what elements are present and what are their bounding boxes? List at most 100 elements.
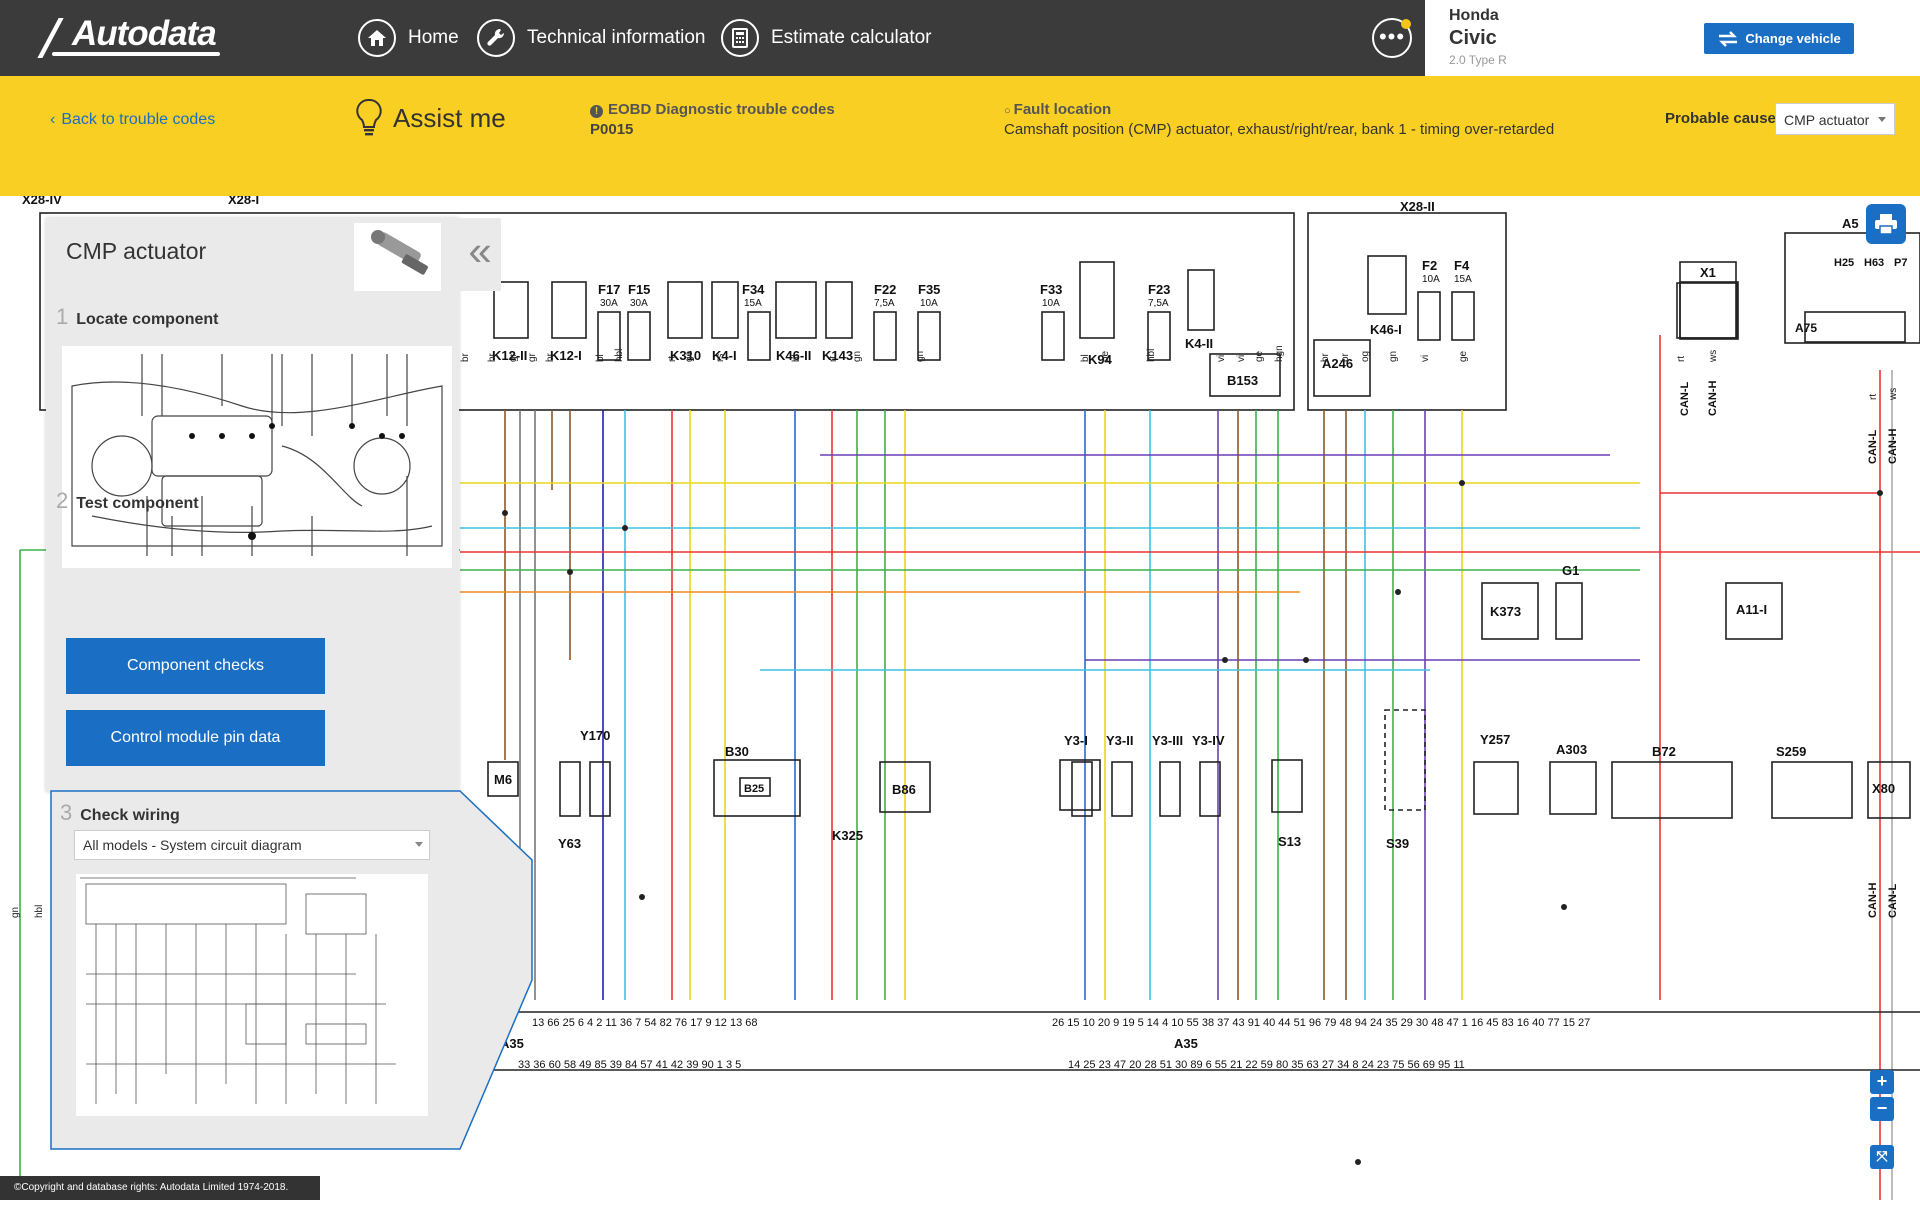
component-title: CMP actuator bbox=[66, 238, 207, 264]
svg-text:hbl: hbl bbox=[34, 905, 45, 918]
svg-text:B25: B25 bbox=[744, 783, 764, 795]
svg-text:Y3-II: Y3-II bbox=[1106, 733, 1133, 748]
svg-text:K373: K373 bbox=[1490, 604, 1521, 619]
svg-text:10A: 10A bbox=[1042, 298, 1060, 309]
back-label: Back to trouble codes bbox=[61, 111, 216, 128]
engine-locator-image[interactable] bbox=[62, 346, 452, 568]
zoom-in-button[interactable]: + bbox=[1870, 1070, 1894, 1094]
svg-text:Y257: Y257 bbox=[1480, 732, 1510, 747]
svg-text:Y3-III: Y3-III bbox=[1152, 733, 1183, 748]
assist-me-button[interactable]: Assist me bbox=[355, 98, 506, 138]
svg-text:Y63: Y63 bbox=[558, 836, 581, 851]
component-checks-button[interactable]: Component checks bbox=[66, 638, 325, 694]
svg-text:br: br bbox=[545, 352, 556, 362]
svg-text:CAN-L: CAN-L bbox=[1867, 430, 1879, 464]
svg-text:CAN-H: CAN-H bbox=[1867, 883, 1879, 918]
nav-estimate-calculator[interactable]: Estimate calculator bbox=[721, 17, 932, 59]
svg-text:15A: 15A bbox=[1454, 274, 1472, 285]
svg-text:CAN-L: CAN-L bbox=[1679, 382, 1691, 416]
print-button[interactable] bbox=[1866, 204, 1906, 244]
svg-text:S259: S259 bbox=[1776, 744, 1806, 759]
svg-text:ws: ws bbox=[1888, 388, 1899, 401]
svg-text:bl: bl bbox=[791, 354, 802, 362]
svg-text:rs: rs bbox=[715, 354, 726, 362]
nav-estimate-label: Estimate calculator bbox=[771, 27, 932, 48]
component-thumbnail[interactable] bbox=[354, 223, 441, 291]
chevron-left-icon: ‹ bbox=[50, 111, 56, 128]
change-vehicle-button[interactable]: Change vehicle bbox=[1704, 23, 1854, 54]
vehicle-make: Honda bbox=[1449, 7, 1499, 24]
printer-icon bbox=[1875, 214, 1897, 235]
svg-text:rt: rt bbox=[828, 356, 839, 362]
svg-text:H63: H63 bbox=[1864, 257, 1884, 269]
svg-text:X28-I: X28-I bbox=[228, 196, 259, 207]
svg-text:A75: A75 bbox=[1795, 321, 1817, 335]
svg-text:hbl: hbl bbox=[1146, 349, 1157, 362]
cmp-actuator-image bbox=[371, 230, 428, 275]
svg-text:CAN-H: CAN-H bbox=[1707, 381, 1719, 416]
svg-text:K46-II: K46-II bbox=[776, 348, 811, 363]
wiring-thumbnail-drawing bbox=[80, 877, 396, 1104]
svg-text:F4: F4 bbox=[1454, 258, 1470, 273]
control-module-pin-data-button[interactable]: Control module pin data bbox=[66, 710, 325, 766]
dtc-info: !EOBD Diagnostic trouble codes P0015 bbox=[590, 101, 835, 138]
svg-text:ge: ge bbox=[684, 350, 695, 362]
svg-text:K94: K94 bbox=[1088, 352, 1113, 367]
svg-text:X1: X1 bbox=[1700, 265, 1716, 280]
svg-text:10A: 10A bbox=[920, 298, 938, 309]
svg-text:30A: 30A bbox=[630, 298, 648, 309]
svg-text:br: br bbox=[487, 352, 498, 362]
svg-text:K4-I: K4-I bbox=[712, 348, 737, 363]
svg-text:15A: 15A bbox=[744, 298, 762, 309]
chevron-down-icon bbox=[415, 842, 423, 847]
svg-text:CAN-H: CAN-H bbox=[1887, 429, 1899, 464]
lightbulb-icon bbox=[356, 98, 382, 136]
svg-text:F17: F17 bbox=[598, 282, 620, 297]
double-chevron-left-icon: « bbox=[468, 227, 492, 274]
svg-text:Y3-IV: Y3-IV bbox=[1192, 733, 1225, 748]
nav-technical-information[interactable]: Technical information bbox=[477, 17, 705, 59]
svg-text:B72: B72 bbox=[1652, 744, 1676, 759]
wiring-diagram-select[interactable]: All models - System circuit diagram bbox=[74, 830, 430, 860]
svg-text:gn: gn bbox=[852, 351, 863, 362]
logo[interactable]: Autodata bbox=[50, 14, 217, 54]
collapse-panel-button[interactable]: « bbox=[459, 218, 501, 291]
home-icon bbox=[358, 19, 396, 57]
wiring-diagram-thumbnail[interactable] bbox=[76, 874, 428, 1116]
svg-text:F2: F2 bbox=[1422, 258, 1437, 273]
svg-text:vi: vi bbox=[1216, 355, 1227, 362]
svg-text:K310: K310 bbox=[670, 348, 701, 363]
svg-text:ge: ge bbox=[1458, 350, 1469, 362]
calculator-icon bbox=[721, 19, 759, 57]
nav-home-label: Home bbox=[408, 27, 459, 48]
probable-cause-select[interactable]: CMP actuator bbox=[1775, 103, 1895, 135]
vehicle-variant: 2.0 Type R bbox=[1449, 53, 1507, 67]
nav-home[interactable]: Home bbox=[358, 17, 459, 59]
svg-text:S13: S13 bbox=[1278, 834, 1301, 849]
assist-me-label: Assist me bbox=[393, 102, 506, 133]
logo-text: Autodata bbox=[72, 14, 217, 53]
svg-text:vi: vi bbox=[1420, 355, 1431, 362]
svg-text:7,5A: 7,5A bbox=[1148, 298, 1169, 309]
svg-text:Y170: Y170 bbox=[580, 728, 610, 743]
svg-text:B30: B30 bbox=[725, 744, 749, 759]
svg-text:A11-I: A11-I bbox=[1736, 602, 1767, 617]
svg-text:rt: rt bbox=[667, 356, 678, 362]
fit-screen-button[interactable]: ⤧ bbox=[1870, 1145, 1894, 1169]
svg-text:rt: rt bbox=[1676, 356, 1687, 362]
more-icon[interactable]: ••• bbox=[1372, 18, 1412, 58]
back-to-trouble-codes-link[interactable]: ‹ Back to trouble codes bbox=[50, 111, 215, 129]
fault-label: Fault location bbox=[1013, 101, 1112, 118]
svg-text:hbl: hbl bbox=[614, 349, 625, 362]
top-bar: Autodata Home Technical information Esti… bbox=[0, 0, 1920, 76]
svg-text:7,5A: 7,5A bbox=[874, 298, 895, 309]
svg-text:P7: P7 bbox=[1894, 257, 1907, 269]
zoom-out-button[interactable]: − bbox=[1870, 1097, 1894, 1121]
svg-text:og: og bbox=[1360, 351, 1371, 362]
svg-text:bl: bl bbox=[595, 354, 606, 362]
svg-text:K46-I: K46-I bbox=[1370, 322, 1402, 337]
chevron-down-icon bbox=[1878, 117, 1886, 122]
